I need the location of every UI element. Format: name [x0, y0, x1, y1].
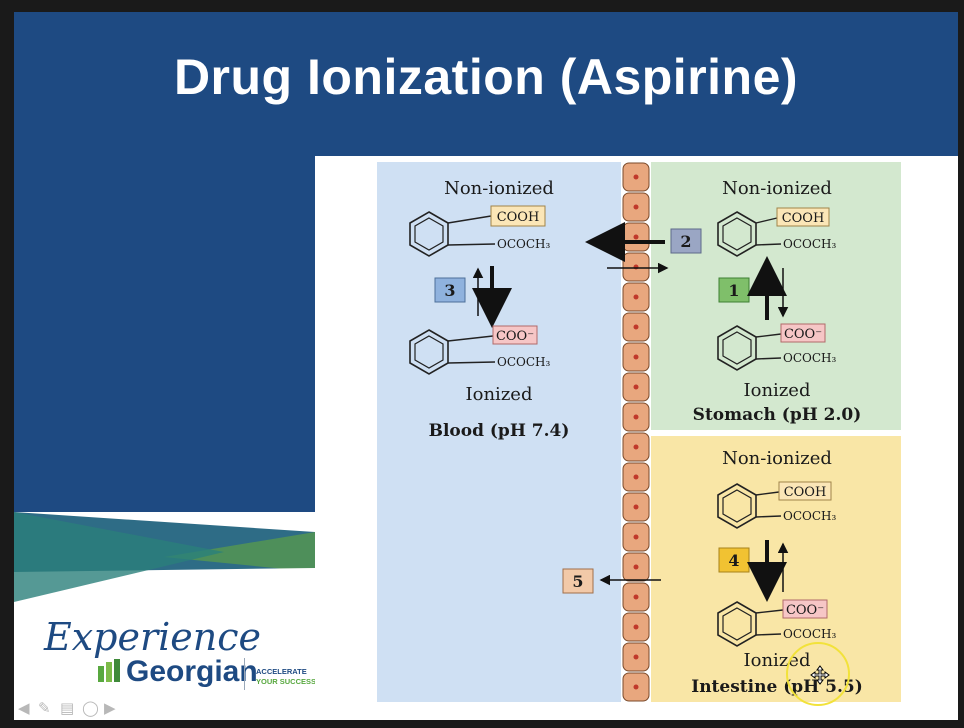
step-5-badge: [562, 568, 594, 594]
cell-nucleus: [633, 684, 639, 690]
georgian-wordmark: Georgian: [126, 655, 258, 689]
intestine-top-sub: OCOCH₃: [783, 509, 837, 523]
tagline: ACCELERATE YOUR SUCCESS: [256, 667, 316, 687]
intestine-bottom-sub: OCOCH₃: [783, 627, 837, 641]
cell-nucleus: [633, 534, 639, 540]
georgian-text: Georgian: [126, 655, 258, 688]
blood-cooh-box: [490, 205, 546, 227]
step-1-badge: [718, 277, 750, 303]
cell-nucleus: [633, 204, 639, 210]
cell-nucleus: [633, 324, 639, 330]
arrow-left-icon[interactable]: ◀: [18, 699, 30, 717]
more-icon[interactable]: ◯: [82, 699, 99, 717]
stomach-compartment: Stomach (pH 2.0): [693, 405, 862, 425]
cell-nucleus: [633, 384, 639, 390]
intestine-coo-box: [782, 599, 828, 619]
move-cursor-icon: [810, 665, 830, 685]
stomach-panel: [651, 162, 901, 430]
cell-nucleus: [633, 594, 639, 600]
intestine-cooh-box: [778, 481, 832, 501]
slide: Drug Ionization (Aspirine) Experience Ge…: [14, 12, 958, 720]
pen-icon[interactable]: ✎: [38, 699, 51, 717]
cell-nucleus: [633, 564, 639, 570]
blood-top-sub: OCOCH₃: [497, 237, 551, 251]
cell-nucleus: [633, 654, 639, 660]
stomach-cooh-box: [776, 207, 830, 227]
step-2-badge: [670, 228, 702, 254]
blood-top-state: Non-ionized: [444, 178, 554, 199]
blood-coo-box: [492, 325, 538, 345]
blood-compartment: Blood (pH 7.4): [429, 421, 570, 441]
blood-bottom-sub: OCOCH₃: [497, 355, 551, 369]
cell-nucleus: [633, 624, 639, 630]
stomach-bottom-sub: OCOCH₃: [783, 351, 837, 365]
step-4-badge: [718, 547, 750, 573]
cell-nucleus: [633, 474, 639, 480]
experience-wordmark: Experience: [44, 615, 262, 659]
blood-cooh: COOH: [497, 210, 540, 225]
stomach-bottom-state: Ionized: [744, 380, 811, 401]
cell-nucleus: [633, 354, 639, 360]
blood-panel: [377, 162, 621, 702]
cell-nucleus: [633, 444, 639, 450]
stomach-coo: COO⁻: [784, 327, 822, 342]
blood-bottom-state: Ionized: [466, 384, 533, 405]
cell-nucleus: [633, 504, 639, 510]
step-2-label: 2: [680, 232, 691, 251]
cell-nucleus: [633, 294, 639, 300]
cell-nucleus: [633, 234, 639, 240]
step-3-badge: [434, 277, 466, 303]
cell-nucleus: [633, 414, 639, 420]
blood-coo: COO⁻: [496, 329, 534, 344]
tagline-line-2: YOUR SUCCESS: [256, 677, 317, 686]
step-5-label: 5: [572, 572, 583, 591]
cursor-highlight: [786, 642, 850, 706]
step-1-label: 1: [728, 281, 739, 300]
aspirin-ionization-figure: Non-ionized COOH OCOCH₃ 3 COO⁻ OCOCH₃: [315, 156, 958, 708]
stomach-top-state: Non-ionized: [722, 178, 832, 199]
georgian-logo-icon: [98, 659, 120, 682]
logo-divider: [244, 658, 245, 690]
step-3-label: 3: [444, 281, 455, 300]
arrow-right-icon[interactable]: ▶: [104, 699, 116, 717]
stomach-cooh: COOH: [782, 211, 825, 226]
decorative-shapes: [14, 12, 315, 720]
intestine-coo: COO⁻: [786, 603, 824, 618]
slide-title: Drug Ionization (Aspirine): [173, 49, 799, 105]
stomach-top-sub: OCOCH₃: [783, 237, 837, 251]
step-4-label: 4: [728, 551, 739, 570]
slides-icon[interactable]: ▤: [60, 699, 75, 717]
stomach-coo-box: [780, 323, 826, 343]
cell-nucleus: [633, 174, 639, 180]
tagline-line-1: ACCELERATE: [256, 667, 307, 676]
intestine-top-state: Non-ionized: [722, 448, 832, 469]
intestine-cooh: COOH: [784, 485, 827, 500]
